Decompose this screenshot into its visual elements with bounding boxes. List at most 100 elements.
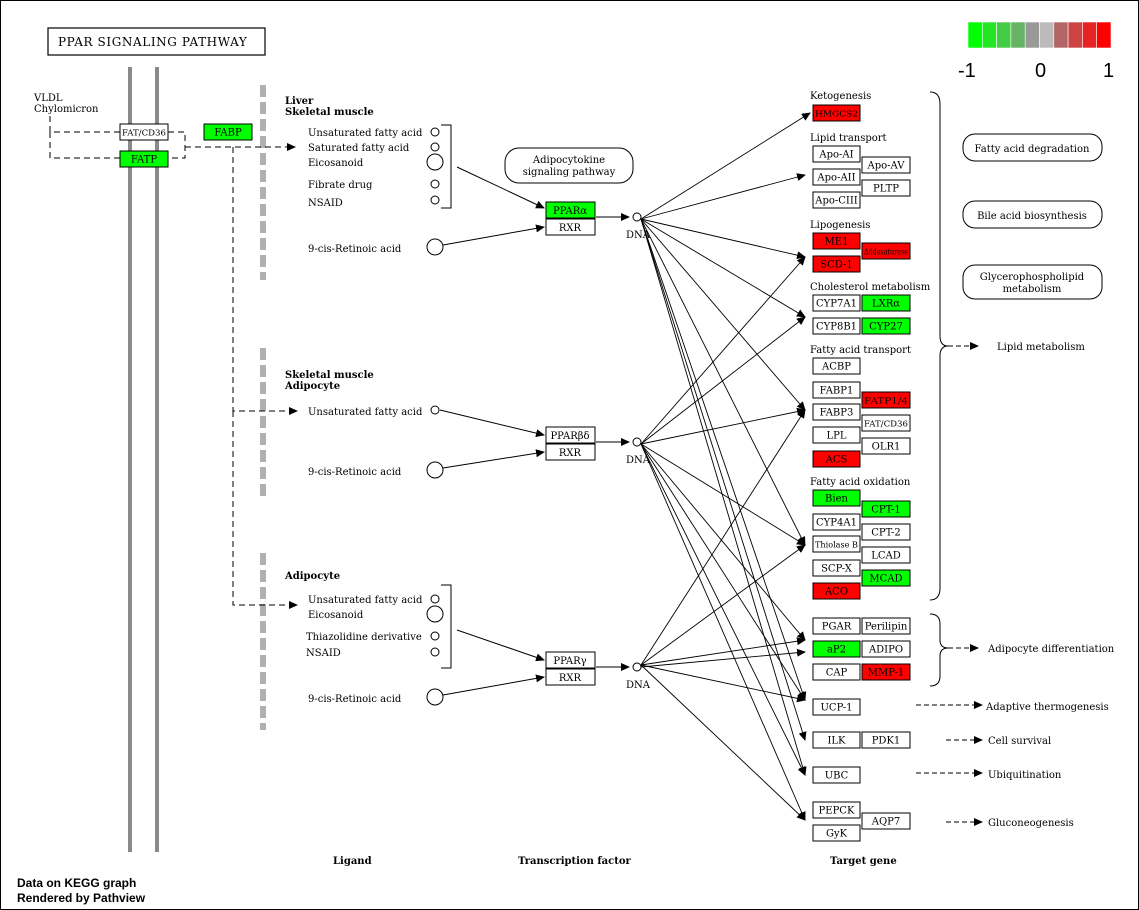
tf-rxr[interactable] <box>545 218 596 236</box>
tf-rxr[interactable] <box>545 668 596 686</box>
legend-swatch <box>996 21 1012 49</box>
gene-apoav[interactable] <box>861 156 911 174</box>
gene-cyp7a1-label: CYP7A1 <box>816 299 857 310</box>
gene-cpt1[interactable] <box>861 500 911 518</box>
gene-fatcd36_left[interactable] <box>119 123 169 141</box>
gene-aco[interactable] <box>812 582 861 600</box>
gene-fatp14[interactable] <box>861 391 911 409</box>
gene-perilipin[interactable] <box>861 617 911 635</box>
gene-pdk1[interactable] <box>861 731 911 749</box>
gene-hmgcs2[interactable] <box>812 104 861 122</box>
gene-olr1[interactable] <box>861 437 911 455</box>
ligand-node <box>430 127 440 137</box>
gene-gyk[interactable] <box>812 824 861 842</box>
gene-lpl[interactable] <box>812 426 861 444</box>
gene-thiolase[interactable] <box>812 535 861 553</box>
title-box <box>47 27 266 56</box>
gene-fabp1[interactable] <box>812 381 861 399</box>
arrow-dna-target <box>640 443 806 701</box>
gene-pltp[interactable] <box>861 179 911 197</box>
pathway-bile-acid-label: Bile acid biosynthesis <box>977 211 1087 222</box>
gene-aqp7[interactable] <box>861 812 911 830</box>
arrow-dna-target <box>640 409 806 666</box>
gene-ilk[interactable] <box>812 731 861 749</box>
tf-ppar-bd[interactable] <box>545 426 596 444</box>
gene-cap[interactable] <box>812 663 861 681</box>
gene-fatcd36_right[interactable] <box>861 414 911 432</box>
tf-ppar-bd-label: PPARβδ <box>550 431 589 442</box>
group-fa-transport: Fatty acid transport <box>810 345 911 356</box>
gene-mcad[interactable] <box>861 569 911 587</box>
ligand-adipocyte-0: Unsaturated fatty acid <box>308 595 423 606</box>
pathway-adipocytokine-line2: signaling pathway <box>523 167 616 178</box>
tf-ppar-alpha[interactable] <box>545 201 596 219</box>
gene-fabp_left[interactable] <box>203 123 253 141</box>
header-adipocyte-2: Adipocyte <box>284 571 340 582</box>
pathway-glycerophospholipid[interactable] <box>962 264 1103 300</box>
arrow-rxr-ligand-adipocyte <box>442 674 545 696</box>
arrow-dna-target <box>640 443 806 546</box>
dna-label: DNA <box>626 680 651 691</box>
ligand-liver-3: Fibrate drug <box>308 180 373 191</box>
gene-gyk-label: GyK <box>826 829 848 840</box>
arrow-dna-target <box>640 218 806 546</box>
gene-hmgcs2-label: HMGCS2 <box>815 110 858 120</box>
pathway-fa-degradation[interactable] <box>962 133 1103 162</box>
group-lipid-transport: Lipid transport <box>810 133 887 144</box>
dna-node <box>632 662 642 672</box>
gene-lcad[interactable] <box>861 546 911 564</box>
pathway-glycerophospholipid-line1: Glycerophospholipid <box>980 272 1085 283</box>
gene-desaturase[interactable] <box>861 242 911 260</box>
gene-aqp7-label: AQP7 <box>871 817 901 828</box>
gene-mmp1[interactable] <box>861 663 911 681</box>
gene-bien[interactable] <box>812 489 861 507</box>
gene-cyp8b1[interactable] <box>812 317 861 335</box>
group-ketogenesis: Ketogenesis <box>810 91 871 102</box>
tf-ppar-gamma[interactable] <box>545 651 596 669</box>
gene-acs[interactable] <box>812 450 861 468</box>
gene-fatp_left[interactable] <box>119 150 169 168</box>
gene-adipo[interactable] <box>861 640 911 658</box>
gene-cyp4a1[interactable] <box>812 513 861 531</box>
arrow-dna-target <box>640 218 807 701</box>
gene-ap2[interactable] <box>812 640 861 658</box>
tf-rxr[interactable] <box>545 443 596 461</box>
legend-swatch <box>1010 21 1026 49</box>
arrow-dna-target <box>640 218 807 776</box>
gene-fabp3[interactable] <box>812 403 861 421</box>
arrow-dna-target <box>640 173 806 220</box>
gene-fatcd36_left-label: FAT/CD36 <box>122 129 166 139</box>
arrow-dna-target <box>640 112 811 220</box>
gene-scd1[interactable] <box>812 255 861 273</box>
gene-pepck[interactable] <box>812 801 861 819</box>
arrow-rxr-ligand-muscle <box>442 449 545 469</box>
gene-ucp1[interactable] <box>812 698 861 716</box>
footer-line-2: Rendered by Pathview <box>17 891 146 905</box>
pathway-adipocytokine[interactable] <box>504 147 634 184</box>
gene-olr1-label: OLR1 <box>872 442 901 453</box>
ligand-bracket <box>441 124 452 209</box>
gene-apociii[interactable] <box>812 191 861 209</box>
gene-cyp7a1[interactable] <box>812 294 861 312</box>
gene-apoai[interactable] <box>812 145 861 163</box>
gene-ubc[interactable] <box>812 766 861 784</box>
gene-cpt2[interactable] <box>861 523 911 541</box>
gene-lxra[interactable] <box>861 294 911 312</box>
tf-rxr-label: RXR <box>559 223 582 234</box>
gene-scpx[interactable] <box>812 559 861 577</box>
arrow-dna-target <box>640 637 806 666</box>
arrow-dna-target <box>640 218 807 741</box>
pathway-bile-acid[interactable] <box>962 200 1103 229</box>
tf-ppar-gamma-label: PPARγ <box>553 656 586 667</box>
gene-pepck-label: PEPCK <box>819 806 855 817</box>
gene-me1[interactable] <box>812 232 861 250</box>
gene-apoaii[interactable] <box>812 168 861 186</box>
gene-apoaii-label: Apo-AII <box>816 173 855 184</box>
arrow-dna-target <box>640 664 806 703</box>
gene-acbp[interactable] <box>812 357 861 375</box>
gene-cyp27[interactable] <box>861 317 911 335</box>
gene-ucp1-label: UCP-1 <box>820 703 852 714</box>
ligand-node <box>430 405 440 415</box>
gene-pgar[interactable] <box>812 617 861 635</box>
